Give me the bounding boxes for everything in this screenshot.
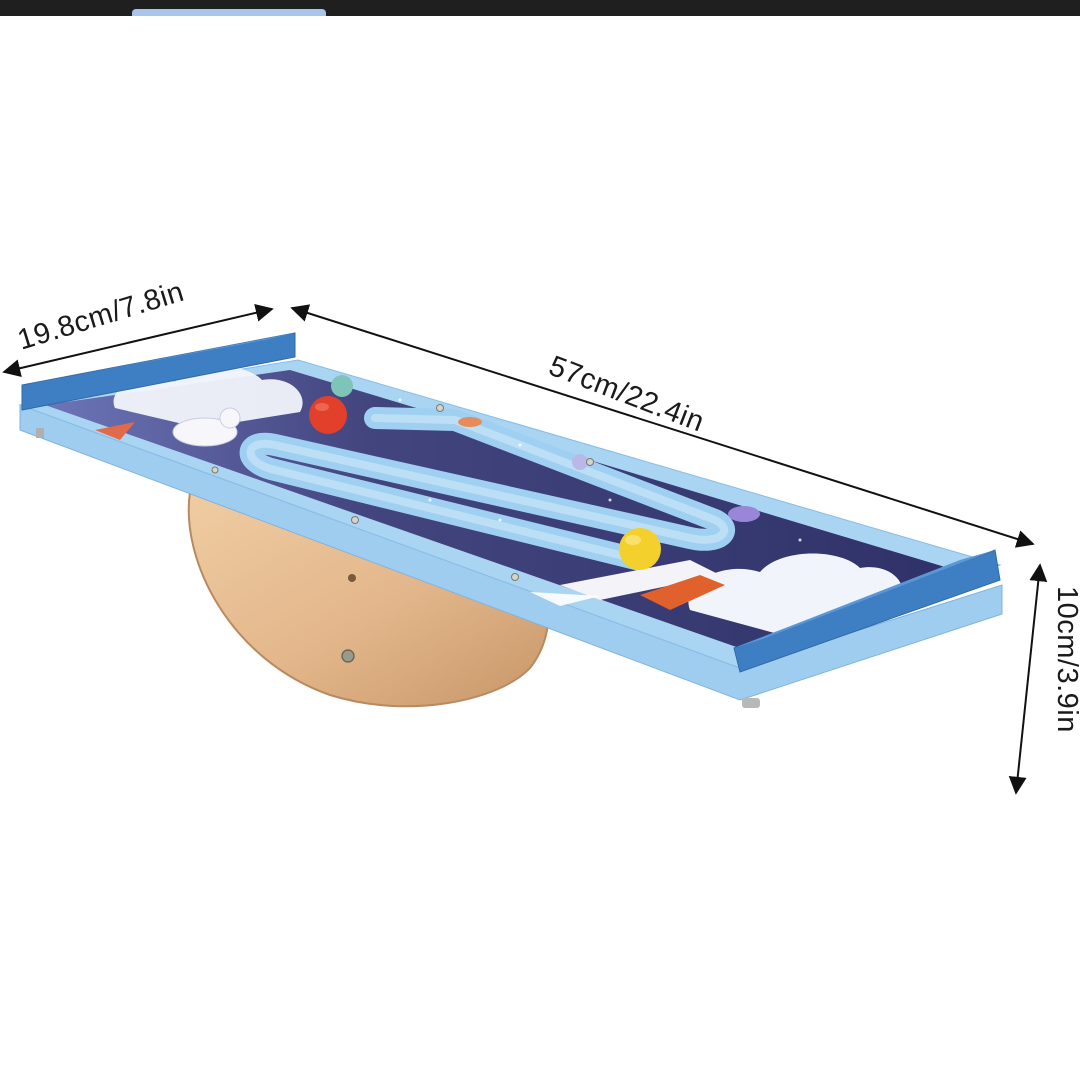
screw-icon	[341, 649, 355, 663]
screw-icon	[511, 573, 519, 581]
length-arrow	[290, 304, 1035, 548]
rocket-icon	[530, 560, 725, 610]
left-end-rail	[21, 332, 296, 411]
screw-icon	[211, 466, 219, 474]
planet-icon	[572, 454, 588, 470]
screw-icon	[436, 404, 444, 412]
height-arrow	[1008, 563, 1048, 795]
planet-icon	[728, 506, 760, 522]
balls	[309, 396, 661, 570]
red-ball	[309, 396, 347, 434]
planet-icon	[458, 417, 482, 427]
depth-arrow	[2, 303, 274, 378]
height-dimension-label: 10cm/3.9in	[1051, 586, 1080, 733]
foot	[36, 428, 44, 438]
screw-icon	[348, 574, 356, 582]
end-rails	[21, 332, 1001, 673]
planet-icon	[331, 375, 353, 397]
screw-icon	[351, 516, 359, 524]
astronaut-icon	[95, 407, 241, 447]
wooden-rocker	[187, 490, 550, 708]
foot	[742, 698, 760, 708]
screw-icon	[586, 458, 594, 466]
space-print	[45, 366, 955, 650]
dimension-lines	[2, 303, 1048, 795]
yellow-ball	[619, 528, 661, 570]
tab-indicator[interactable]	[132, 9, 326, 16]
top-bar	[0, 0, 1080, 16]
